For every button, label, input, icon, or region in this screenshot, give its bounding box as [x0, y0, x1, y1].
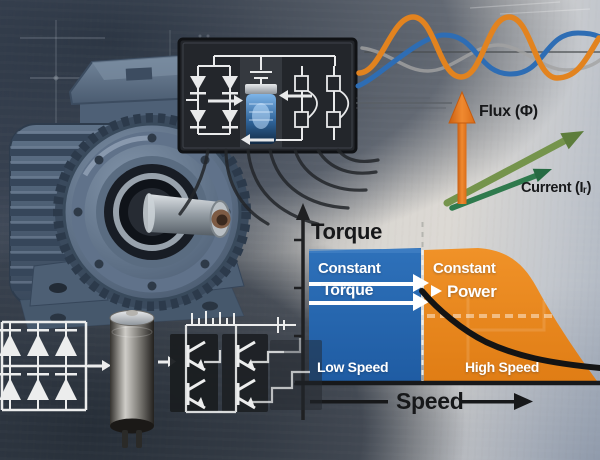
motor-shaft	[143, 193, 231, 238]
panel-cables	[178, 148, 380, 226]
flux-label: Flux (Φ)	[479, 103, 538, 120]
igbt-inverter-schematic	[170, 325, 322, 414]
orange-wave	[356, 14, 600, 81]
blue-wave	[355, 30, 600, 89]
torque-speed-chart	[294, 203, 600, 420]
panel-capacitor	[245, 84, 277, 144]
constant-torque-line1: Constant	[318, 260, 381, 277]
flux-current-vector-group	[443, 90, 584, 211]
panel-diode-glyphs	[190, 76, 238, 129]
rectifier-dclink-inverter-panel	[177, 37, 452, 226]
flux-arrow	[448, 90, 476, 204]
diode-bridge-schematic	[0, 320, 111, 412]
speed-axis-arrow	[310, 393, 533, 410]
panel-igbt-glyphs	[294, 75, 341, 128]
constant-torque-line2: Torque	[322, 282, 374, 299]
torque-axis-label: Torque	[311, 219, 383, 244]
motor-terminal-box	[68, 54, 200, 130]
dc-link-capacitor-photo	[109, 310, 155, 448]
constant-torque-arrows	[309, 274, 429, 311]
high-speed-zone-label: High Speed	[465, 359, 540, 375]
constant-power-line2: Power	[447, 282, 497, 301]
current-label: Current (Iᵣ)	[521, 180, 592, 196]
panel-flow-arrows	[208, 90, 312, 145]
power-stage-schematics	[0, 310, 322, 448]
panel-output-streaks	[356, 97, 452, 109]
low-speed-zone-label: Low Speed	[317, 359, 389, 375]
electric-motor-illustration	[9, 54, 251, 331]
three-phase-sine-waves	[355, 14, 600, 89]
speed-axis-label: Speed	[396, 388, 464, 414]
torque-curve	[419, 288, 600, 371]
power-marker-arrow	[431, 285, 442, 297]
motor-front-face	[53, 113, 251, 311]
constant-torque-region	[309, 248, 421, 381]
constant-power-line1: Constant	[433, 260, 496, 277]
constant-power-region	[424, 248, 597, 381]
flow-arrow-bridge-to-cap	[88, 360, 111, 371]
dc-bus-comb	[186, 311, 296, 333]
